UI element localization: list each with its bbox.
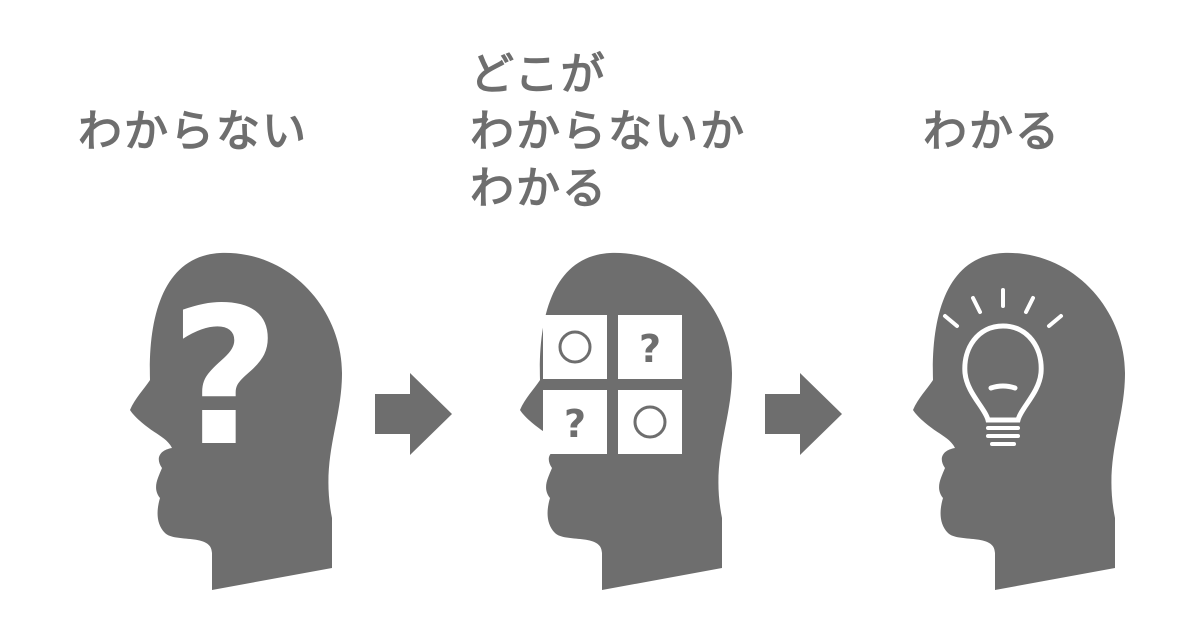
head-2: ? ? — [520, 252, 732, 590]
stage-label-line: わかる — [470, 163, 608, 214]
question-mark-icon: ? — [639, 327, 661, 371]
grid-icon: ? ? — [543, 315, 682, 454]
stage-label-dont-understand: わからない — [78, 103, 308, 160]
head-1: ? — [130, 252, 342, 590]
stage-label-line: どこが — [470, 49, 607, 100]
light-ray — [1047, 314, 1063, 328]
light-ray — [971, 296, 982, 314]
stage-label-know-what-you-dont-understand: どこが わからないか わかる — [470, 46, 746, 217]
circle-mark-icon — [633, 405, 667, 439]
grid-cell — [543, 315, 607, 379]
arrow-right-icon — [765, 373, 842, 455]
stage-label-line: わからないか — [470, 106, 746, 157]
light-ray — [943, 314, 959, 328]
arrow-right-icon — [375, 373, 452, 455]
stage-label-understand: わかる — [923, 103, 1061, 160]
grid-cell — [618, 390, 682, 454]
light-ray — [1024, 296, 1035, 314]
question-mark-icon: ? — [170, 267, 280, 488]
grid-cell — [618, 315, 682, 379]
stage-label-line: わかる — [923, 106, 1061, 157]
question-mark-icon: ? — [564, 402, 586, 446]
circle-mark-icon — [558, 330, 592, 364]
head-3 — [913, 252, 1125, 590]
stage-label-line: わからない — [78, 106, 308, 157]
bulb-glass — [962, 323, 1044, 423]
grid-cell — [543, 390, 607, 454]
lightbulb-icon — [943, 288, 1063, 446]
bulb-filament — [988, 383, 1018, 391]
